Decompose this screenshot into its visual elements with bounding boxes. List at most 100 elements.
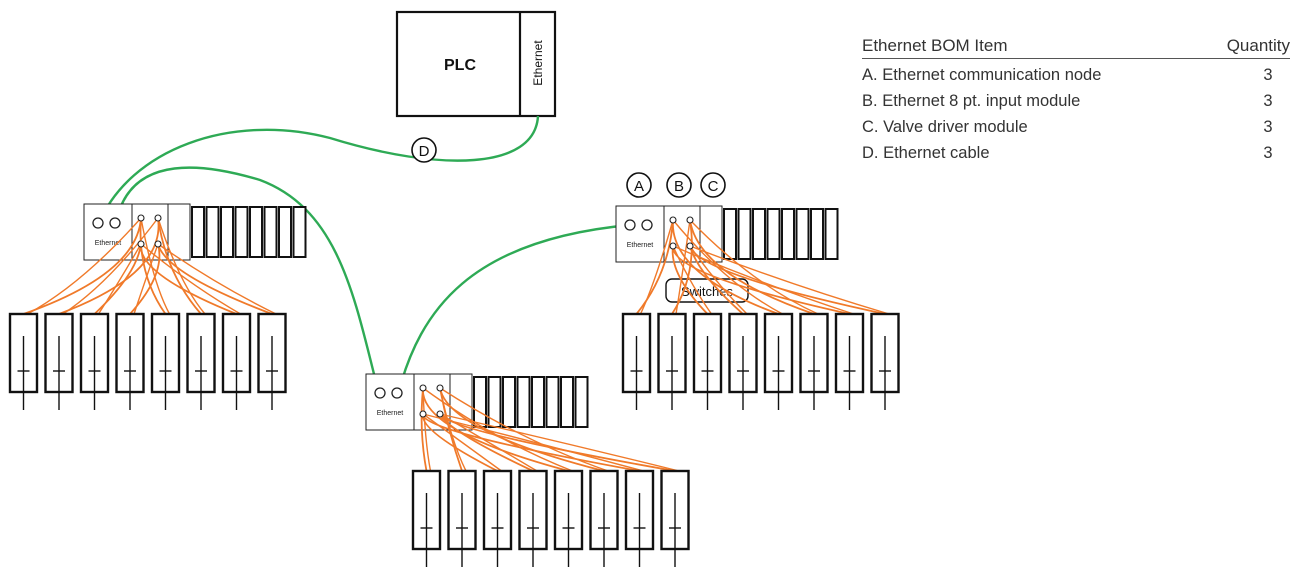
switch-device [150, 312, 181, 410]
signal-wire [689, 219, 819, 315]
signal-wire [422, 413, 498, 472]
switch-device [447, 469, 477, 567]
driver-slot [487, 376, 502, 428]
bom-row: D. Ethernet cable 3 [862, 144, 1290, 163]
signal-wire [157, 243, 277, 315]
driver-slot [531, 376, 545, 428]
driver-slot [824, 208, 839, 260]
signal-wire [422, 387, 569, 472]
signal-wire [689, 245, 890, 315]
callout-b: B [666, 172, 692, 198]
signal-wire [420, 387, 428, 472]
switch-device [589, 469, 619, 567]
driver-slot [502, 376, 516, 428]
terminal [686, 242, 694, 250]
signal-wire [139, 217, 167, 315]
driver-slot [737, 208, 752, 260]
driver-slot [249, 206, 263, 258]
ethernet-port [374, 387, 386, 399]
driver-slot [574, 376, 589, 428]
node-port-label: Ethernet [95, 240, 122, 247]
ethernet-cable-plc [97, 115, 540, 224]
signal-wire [439, 413, 534, 472]
bom-row-qty: 3 [1263, 118, 1273, 136]
switch-device [728, 312, 758, 410]
plc-label: PLC [444, 57, 476, 74]
ethernet-port [391, 387, 403, 399]
signal-wire [439, 413, 680, 472]
driver-slot [292, 206, 307, 258]
bom-row-text: Ethernet 8 pt. input module [882, 92, 1081, 110]
signal-wire [689, 245, 744, 315]
driver-slot [220, 206, 234, 258]
switch-device [799, 312, 829, 410]
signal-wire [157, 243, 273, 315]
driver-slot [234, 206, 249, 258]
driver-slot [766, 208, 781, 260]
ethernet-cables [97, 115, 631, 395]
bom-row-text: Ethernet communication node [882, 66, 1102, 84]
signal-wire [672, 245, 713, 315]
signal-wire [671, 245, 709, 315]
switch-device [518, 469, 548, 567]
driver-slot [473, 376, 487, 428]
switch-device [411, 469, 442, 567]
bom-row-letter: D. [862, 144, 879, 162]
callout-a: A [626, 172, 652, 198]
signal-wire [97, 243, 142, 315]
node-port-label: Ethernet [377, 410, 404, 417]
signal-wire [439, 413, 538, 472]
driver-slot [752, 208, 766, 260]
terminal [669, 242, 677, 250]
ethernet-cable-2 [396, 223, 631, 395]
driver-slot [263, 206, 278, 258]
callout-d-label: D [419, 143, 430, 160]
plc-unit: PLC Ethernet [395, 10, 557, 118]
terminal [436, 384, 444, 392]
driver-slot [723, 208, 737, 260]
callout-c-label: C [708, 178, 719, 195]
switch-device [621, 312, 652, 410]
driver-slot [781, 208, 795, 260]
switch-device [44, 312, 74, 410]
signal-wire [422, 413, 640, 472]
switch-device [763, 312, 794, 410]
signal-wire [422, 413, 502, 472]
bom-header: Ethernet BOM Item Quantity [862, 36, 1290, 59]
plc-port-label: Ethernet [531, 40, 545, 86]
signal-wire [133, 243, 159, 315]
valve-driver-module [449, 373, 473, 431]
bom-row: A. Ethernet communication node 3 [862, 66, 1290, 85]
bom-table: Ethernet BOM Item Quantity A. Ethernet c… [862, 36, 1290, 163]
callout-b-label: B [674, 178, 684, 195]
signal-wire [58, 217, 160, 315]
signal-wire [675, 219, 691, 315]
bom-row-text: Ethernet cable [883, 144, 990, 162]
signal-wire [62, 217, 159, 315]
ethernet-node [83, 203, 133, 261]
driver-slot [810, 208, 824, 260]
switch-device [624, 469, 655, 567]
callout-d: D [411, 137, 437, 163]
switch-device [692, 312, 723, 410]
station-left: Ethernet [8, 203, 307, 410]
driver-slot [205, 206, 220, 258]
signal-wire [439, 413, 676, 472]
driver-slot [191, 206, 205, 258]
bom-row: C. Valve driver module 3 [862, 118, 1290, 137]
bom-row-qty: 3 [1263, 66, 1273, 84]
terminal [419, 410, 427, 418]
station-center: Ethernet [365, 373, 690, 567]
signal-wire [140, 217, 171, 315]
switch-device [79, 312, 110, 410]
bom-row-letter: C. [862, 118, 879, 136]
switch-device [657, 312, 687, 410]
terminal [137, 240, 145, 248]
switch-device [834, 312, 865, 410]
driver-slot [278, 206, 292, 258]
switch-device [870, 312, 900, 410]
ethernet-node [615, 205, 665, 263]
driver-slot [516, 376, 531, 428]
switch-device [115, 312, 145, 410]
